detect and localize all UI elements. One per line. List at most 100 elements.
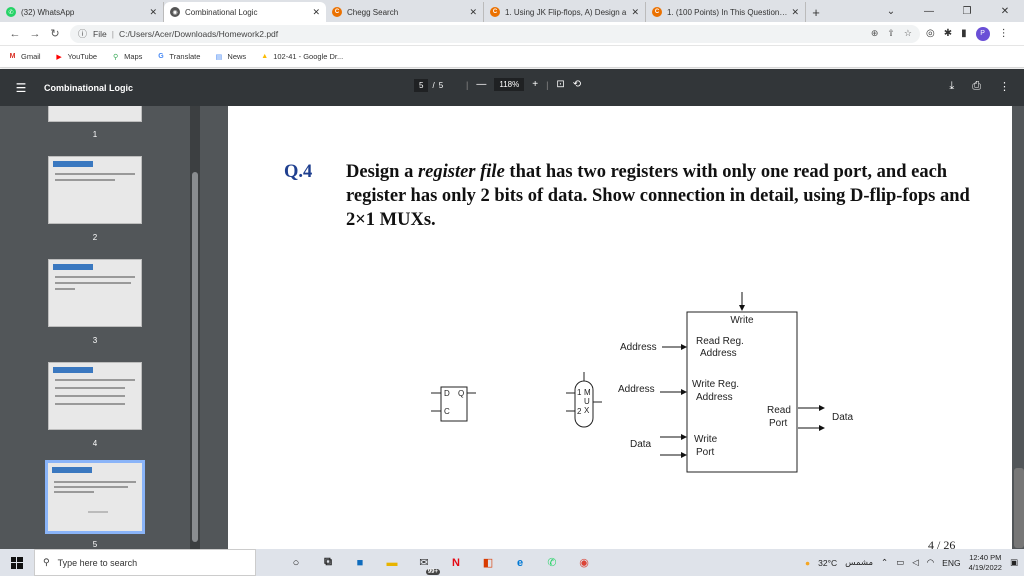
taskbar-search-input[interactable]: ⚲ Type here to search [34,549,256,576]
tab-whatsapp[interactable]: ✆ (32) WhatsApp ✕ [0,2,164,22]
data-out-label: Data [832,412,854,423]
windows-taskbar: ⚲ Type here to search ○ ⧉ ■ ▬ ✉99+ N ◧ e… [0,549,1024,576]
fit-page-icon[interactable]: ⊡ [556,79,565,90]
viewer-scrollbar[interactable] [1014,468,1024,548]
share-icon[interactable]: ⇪ [887,28,895,38]
thumb-line [55,179,115,181]
cortana-icon[interactable]: ○ [292,556,300,569]
netflix-icon[interactable]: N [452,556,460,569]
clock[interactable]: 12:40 PM 4/19/2022 [969,553,1002,573]
volume-icon[interactable]: ◁ [912,557,919,567]
pdf-viewer[interactable]: Q.4 Design a register file that has two … [202,106,1024,549]
whatsapp-icon: ✆ [6,7,16,17]
bookmark-gmail[interactable]: M Gmail [8,52,41,61]
close-window-icon[interactable]: ✕ [1000,5,1010,17]
language-indicator[interactable]: ENG [942,557,961,568]
question-post: that has two registers with only one rea… [346,162,970,230]
mail-icon[interactable]: ✉99+ [419,557,440,575]
page-thumbnail-3[interactable] [48,259,142,327]
whatsapp-taskbar-icon[interactable]: ✆ [547,557,557,569]
close-icon[interactable]: ✕ [312,6,320,17]
page-thumbnail-1[interactable] [48,106,142,122]
page-thumbnail-2[interactable] [48,156,142,224]
tab-100-points[interactable]: C 1. (100 Points) In This Question, Y ✕ [646,2,806,22]
close-icon[interactable]: ✕ [631,6,639,17]
zoom-controls: | — 118% + | ⊡ ⟲ [466,78,581,91]
new-tab-button[interactable]: + [812,4,820,20]
zoom-input[interactable]: 118% [494,78,525,91]
tab-jk-flipflops[interactable]: C 1. Using JK Flip-flops, A) Design a ✕ [484,2,646,22]
chegg-icon: C [652,7,662,17]
hamburger-menu-icon[interactable]: ☰ [15,80,27,95]
tab-chegg-search[interactable]: C Chegg Search ✕ [326,2,484,22]
avatar[interactable]: P [975,26,990,41]
chrome-icon[interactable]: ◉ [579,557,589,569]
pdf-actions: ⤓ ⎙ ⋮ [949,80,1010,93]
bookmark-maps[interactable]: ⚲Maps [111,52,142,61]
taskbar-apps: ○ ⧉ ■ ▬ ✉99+ N ◧ e ✆ ◉ [286,553,594,575]
wifi-icon[interactable]: ◠ [926,557,935,567]
task-view-icon[interactable]: ⧉ [324,556,332,568]
zoom-in-button[interactable]: + [532,79,539,90]
tab-search-icon[interactable]: ⌄ [886,5,896,17]
download-icon[interactable]: ⤓ [949,80,955,92]
menu-dots-icon[interactable]: ⋮ [998,28,1009,39]
page-thumbnail-5[interactable] [45,460,145,534]
divider: | [466,79,469,90]
tab-combinational-logic[interactable]: ◉ Combinational Logic ✕ [164,2,326,22]
tab-title: Chegg Search [347,7,399,17]
bookmark-youtube[interactable]: ▶YouTube [55,52,97,61]
notifications-icon[interactable]: ▣ [1009,557,1018,567]
sidepanel-icon[interactable]: ▮ [961,28,967,39]
page-thumbnail-4[interactable] [48,362,142,430]
network-icon[interactable]: ▭ [896,557,905,567]
minimize-icon[interactable]: — [924,5,934,17]
system-tray: ● 32°C مشمس ⌃ ▭ ◁ ◠ ENG 12:40 PM 4/19/20… [805,549,1024,576]
star-icon[interactable]: ☆ [903,28,912,38]
close-icon[interactable]: ✕ [149,6,157,17]
zoom-icon[interactable]: ⊕ [870,28,879,38]
more-icon[interactable]: ⋮ [999,81,1010,93]
maps-icon: ⚲ [113,53,119,61]
rotate-icon[interactable]: ⟲ [572,79,582,90]
start-button[interactable] [0,549,34,576]
thumb-line [54,491,94,493]
gmail-icon: M [9,53,16,60]
office-icon[interactable]: ◧ [482,557,494,569]
write-label: Write [730,315,754,326]
file-explorer-icon[interactable]: ▬ [386,556,398,569]
thumbnail-sidebar[interactable]: 1 2 3 4 5 [0,106,202,549]
restore-icon[interactable]: ❐ [962,5,972,17]
forward-icon[interactable]: → [29,27,41,40]
thumb-header [53,161,93,167]
info-icon[interactable]: ⓘ [78,29,88,39]
tray-chevron-icon[interactable]: ⌃ [881,557,889,567]
d-flipflop-symbol: D Q C [431,386,476,422]
close-icon[interactable]: ✕ [791,6,799,17]
url-input[interactable]: ⓘ File | C:/Users/Acer/Downloads/Homewor… [70,24,920,43]
store-icon[interactable]: ■ [356,556,364,569]
bookmark-google-drive[interactable]: ▲102-41 - Google Dr... [260,52,343,61]
edge-icon[interactable]: e [516,556,524,569]
pdf-toolbar: ☰ Combinational Logic 5 / 5 | — 118% + |… [0,69,1024,106]
back-icon[interactable]: ← [9,27,21,40]
page-number-input[interactable]: 5 [414,79,429,92]
scrollbar-thumb[interactable] [192,172,198,542]
bookmark-label: Gmail [21,52,41,61]
print-icon[interactable]: ⎙ [972,80,981,92]
reload-icon[interactable]: ↻ [50,28,60,40]
bookmark-label: Translate [169,52,201,61]
bookmark-news[interactable]: ▤News [214,52,247,61]
clock-date: 4/19/2022 [968,562,1002,572]
address-bar: ← → ↻ ⓘ File | C:/Users/Acer/Downloads/H… [0,22,1024,46]
total-pages: 5 [438,81,444,90]
zoom-out-button[interactable]: — [476,79,487,90]
thumb-line [55,173,135,175]
mux-letter-x: X [584,406,590,415]
extension-icon[interactable]: ◎ [926,28,935,39]
close-icon[interactable]: ✕ [469,6,477,17]
puzzle-icon[interactable]: ✱ [943,28,953,39]
sidebar-scrollbar[interactable] [190,106,200,549]
